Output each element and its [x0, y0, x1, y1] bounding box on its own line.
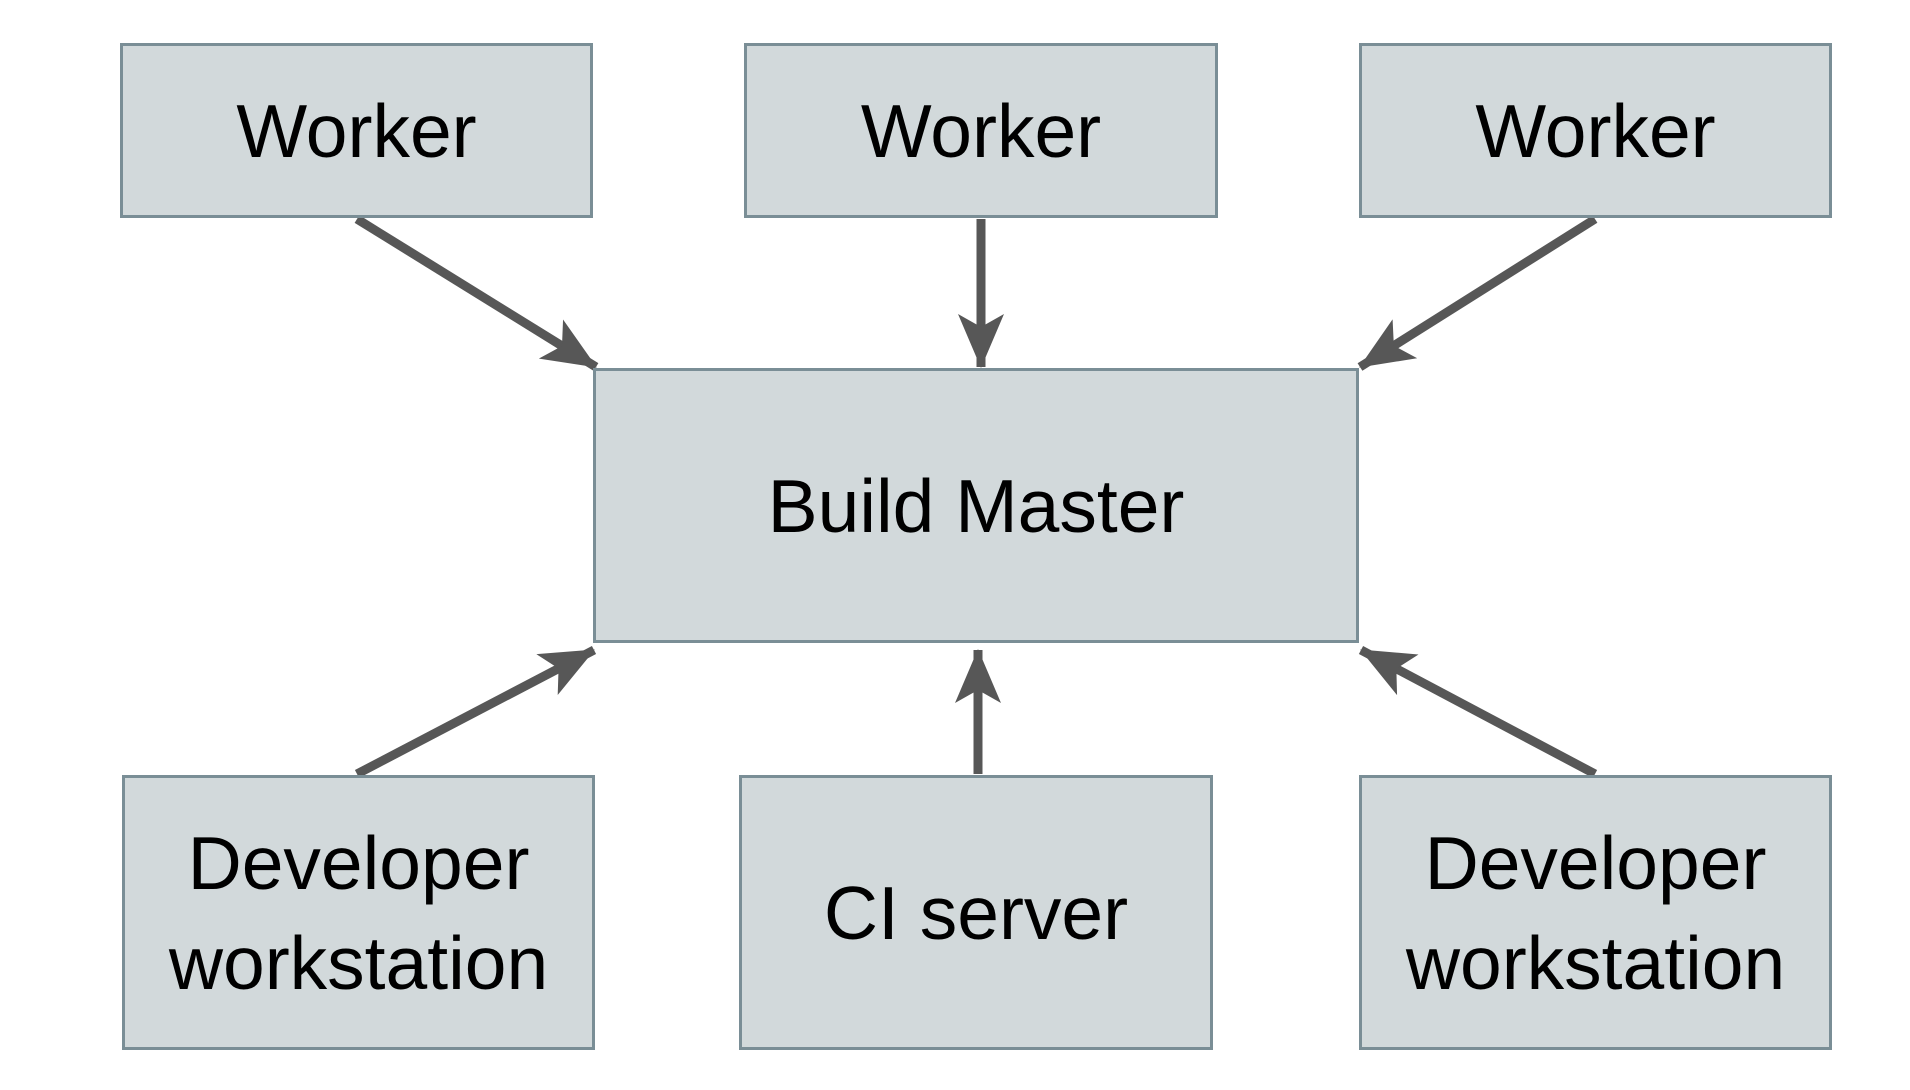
- node-worker-2-label: Worker: [860, 88, 1102, 173]
- node-worker-3: Worker: [1359, 43, 1832, 218]
- node-developer-workstation-left: Developer workstation: [122, 775, 595, 1050]
- node-worker-2: Worker: [744, 43, 1218, 218]
- edge-devworkstation-right-to-buildmaster: [1358, 646, 1598, 778]
- node-worker-1: Worker: [120, 43, 593, 218]
- node-developer-workstation-right: Developer workstation: [1359, 775, 1832, 1050]
- node-ci-server: CI server: [739, 775, 1213, 1050]
- node-worker-1-label: Worker: [236, 88, 477, 173]
- node-developer-workstation-right-label: Developer workstation: [1405, 820, 1786, 1005]
- node-build-master: Build Master: [593, 368, 1359, 643]
- node-ci-server-label: CI server: [823, 870, 1129, 955]
- node-developer-workstation-left-label: Developer workstation: [168, 820, 549, 1005]
- edge-devworkstation-left-to-buildmaster: [354, 646, 597, 778]
- node-worker-3-label: Worker: [1475, 88, 1716, 173]
- node-build-master-label: Build Master: [767, 463, 1185, 548]
- edge-worker1-to-buildmaster: [354, 215, 599, 371]
- edge-worker3-to-buildmaster: [1357, 215, 1598, 371]
